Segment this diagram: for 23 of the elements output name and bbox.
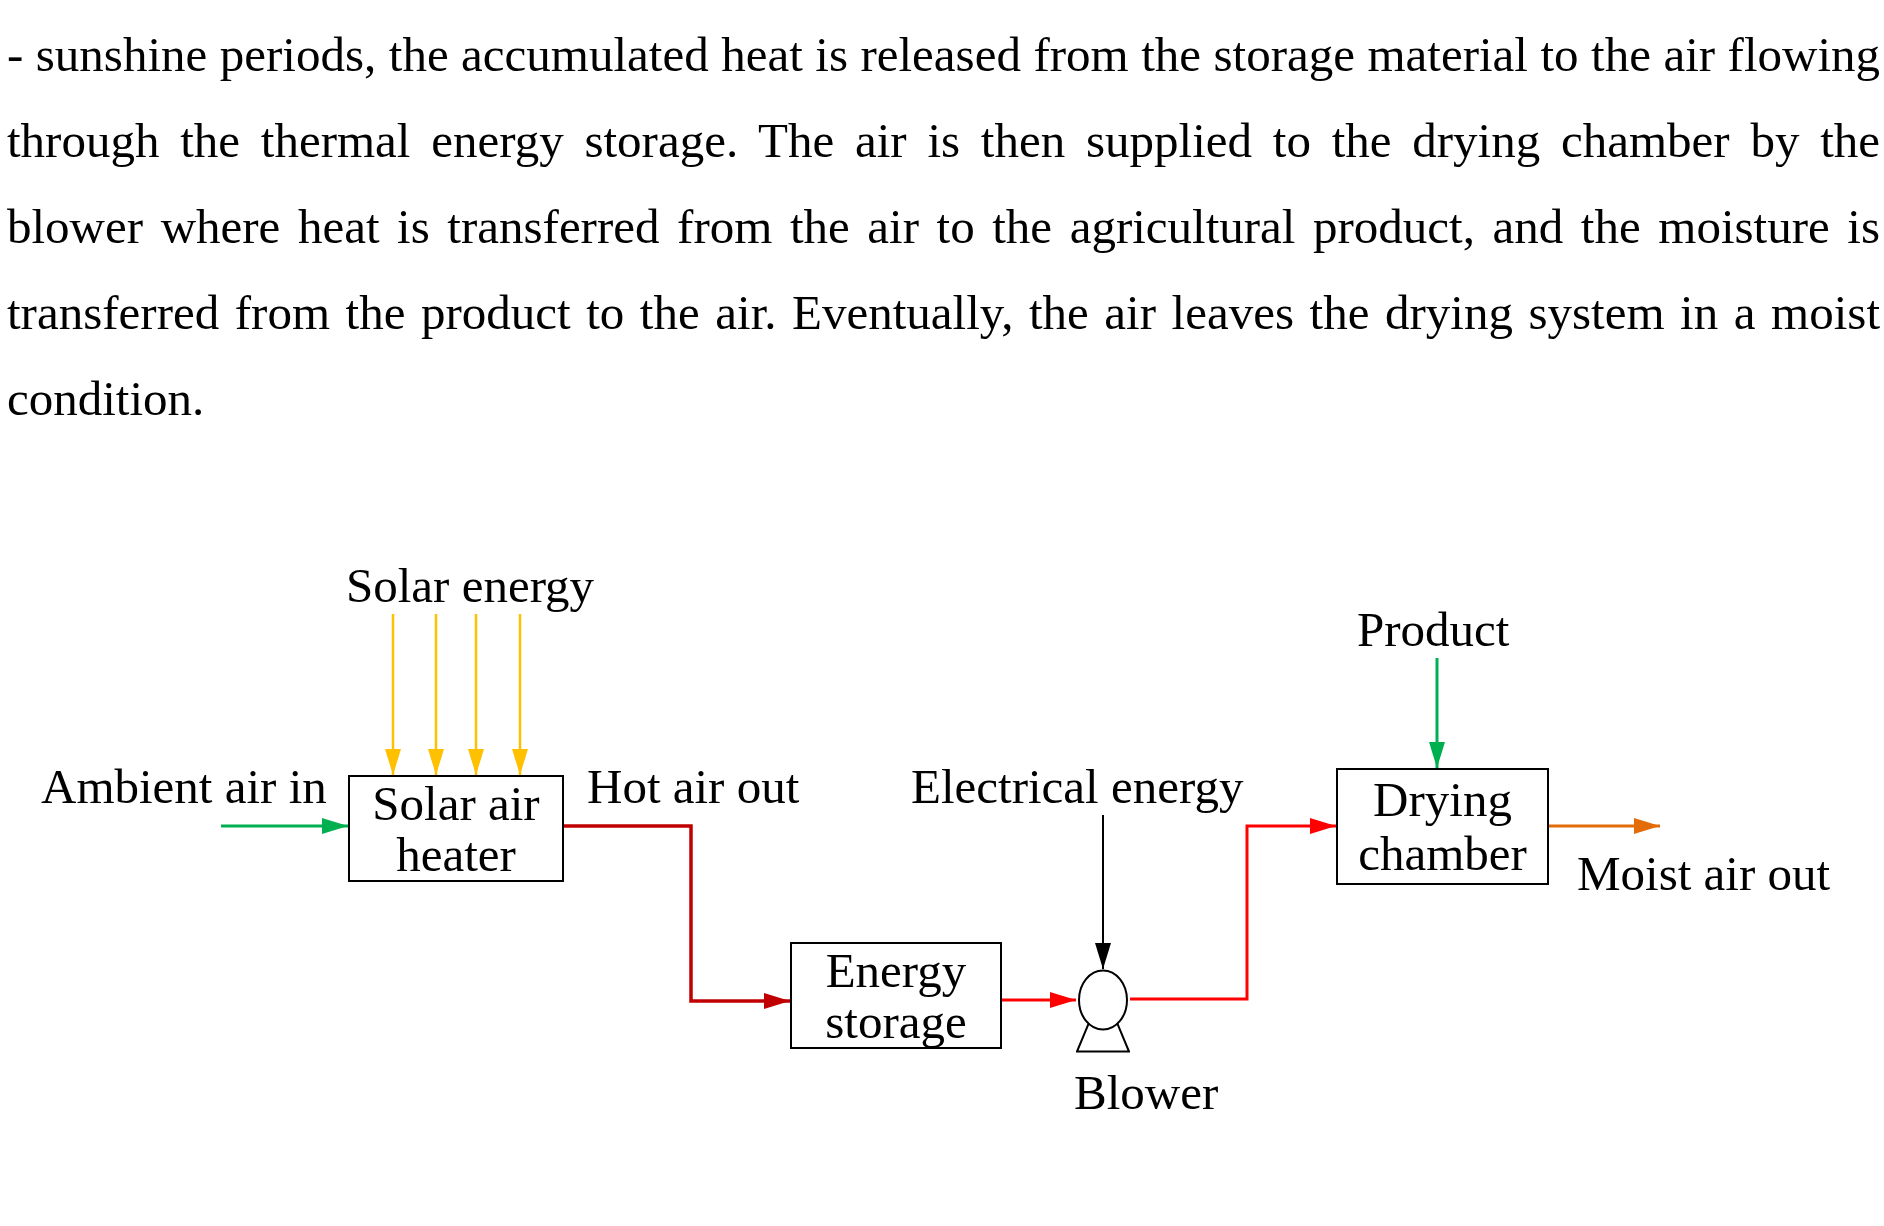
process-box: Solar air heater: [348, 775, 564, 882]
edge-label: Hot air out: [587, 759, 800, 815]
input-label: Ambient air in: [41, 759, 327, 826]
arrow: [221, 818, 348, 834]
input-label: Electrical energy: [911, 759, 1244, 815]
blower-symbol: [1076, 969, 1130, 1053]
arrow: [1549, 818, 1660, 834]
arrow: [1130, 818, 1336, 1001]
input-label: Solar energy: [346, 558, 595, 614]
arrow: [468, 614, 484, 775]
process-box: Energy storage: [790, 942, 1002, 1049]
arrow: [385, 614, 401, 775]
arrow: [1429, 658, 1445, 768]
output-label: Moist air out: [1577, 826, 1831, 902]
arrow: [564, 824, 790, 1009]
body-paragraph: - sunshine periods, the accumulated heat is released from the storage material to the air flowing through the thermal energy storage. The air is then supplied to the drying chamber by the blower where heat is transferred from the air to the agricultural product, and the moisture is transferred from the product to the air. Eventually, the air leaves the drying system in a moist condition.: [7, 26, 1880, 428]
arrow: [512, 614, 528, 775]
node-caption: Blower: [1074, 1065, 1219, 1121]
arrow: [1002, 992, 1076, 1008]
process-box: Drying chamber: [1336, 768, 1549, 885]
arrow: [1095, 814, 1111, 970]
arrow: [428, 614, 444, 775]
input-label: Product: [1357, 602, 1510, 658]
